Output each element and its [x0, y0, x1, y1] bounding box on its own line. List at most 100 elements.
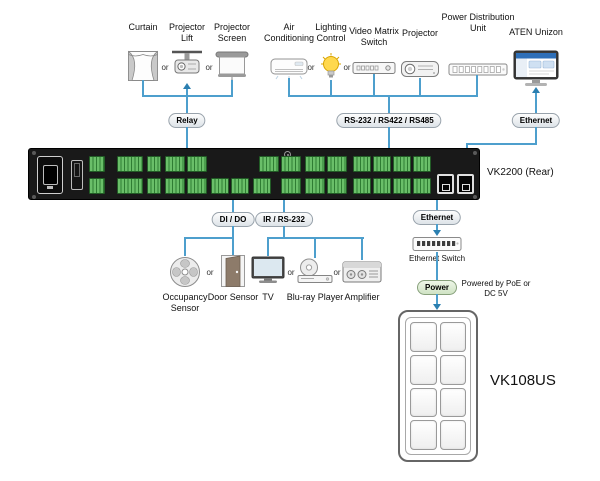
connection-line [184, 237, 234, 239]
screw-icon [32, 195, 36, 199]
connection-line [388, 95, 390, 113]
door-sensor-icon [220, 254, 246, 288]
projector-lift-icon [171, 50, 203, 82]
connection-line [186, 89, 188, 97]
connection-line [184, 237, 186, 256]
projector-lift-label: Projector Lift [168, 22, 205, 43]
or-label: or [333, 268, 341, 277]
terminal-block-icon [327, 178, 347, 194]
terminal-block-icon [187, 156, 207, 172]
terminal-block-icon [281, 178, 301, 194]
screw-icon [32, 151, 36, 155]
connection-line [330, 80, 332, 97]
connection-line [288, 95, 478, 97]
amplifier-label: Amplifier [344, 292, 380, 302]
terminal-block-icon [187, 178, 207, 194]
terminal-block-icon [211, 178, 229, 194]
connection-line [373, 74, 375, 97]
power-connection-pill: Power [416, 280, 458, 295]
power-inlet-icon [37, 156, 63, 194]
power-note: Powered by PoE or DC 5V [461, 279, 531, 298]
ethernet-bottom-connection-pill: Ethernet [412, 210, 462, 225]
connection-line [283, 226, 285, 239]
or-label: or [205, 63, 213, 72]
curtain-icon [127, 50, 159, 82]
ethernet-switch-icon [412, 236, 462, 252]
lightbulb-icon [320, 52, 342, 82]
terminal-block-icon [259, 156, 279, 172]
arrow-down-icon [433, 230, 441, 236]
door-sensor-label: Door Sensor [207, 292, 259, 302]
connection-line [436, 252, 438, 280]
screw-icon [473, 151, 477, 155]
connection-line [419, 78, 421, 97]
connection-line [142, 80, 144, 97]
connection-line [232, 226, 234, 239]
video-matrix-switch-icon [352, 60, 396, 76]
keypad-button [439, 387, 466, 418]
connection-line [476, 75, 478, 97]
connection-line [186, 95, 188, 113]
keypad-button-panel [405, 317, 471, 455]
video-matrix-switch-label: Video Matrix Switch [349, 26, 399, 47]
or-label: or [161, 63, 169, 72]
keypad-model-label: VK108US [490, 372, 556, 389]
or-label: or [287, 268, 295, 277]
projector-label: Projector [401, 28, 438, 38]
terminal-block-icon [281, 156, 301, 172]
screw-icon [473, 195, 477, 199]
power-switch-icon [71, 160, 83, 190]
terminal-block-icon [413, 156, 431, 172]
terminal-block-icon [117, 156, 143, 172]
connection-line [466, 143, 468, 150]
connection-line [466, 143, 537, 145]
ir-rs232-connection-pill: IR / RS-232 [255, 212, 313, 227]
keypad-button [410, 322, 437, 352]
or-label: or [343, 63, 351, 72]
lighting-control-label: Lighting Control [315, 22, 347, 43]
terminal-block-icon [165, 156, 185, 172]
terminal-block-icon [393, 156, 411, 172]
power-distribution-unit-label: Power Distribution Unit [441, 12, 515, 33]
terminal-block-icon [147, 178, 161, 194]
connection-line [436, 200, 438, 210]
connection-line [314, 237, 316, 258]
or-label: or [206, 268, 214, 277]
terminal-block-icon [89, 156, 105, 172]
connection-line [231, 80, 233, 97]
air-conditioner-icon [270, 56, 308, 80]
terminal-block-icon [413, 178, 431, 194]
occupancy-sensor-icon [169, 256, 201, 288]
keypad-button [439, 354, 466, 385]
curtain-label: Curtain [128, 22, 158, 32]
keypad-button [439, 322, 466, 352]
keypad-button [410, 354, 437, 385]
relay-connection-pill: Relay [168, 113, 206, 128]
rj45-port-icon [437, 174, 454, 194]
keypad-button [410, 387, 437, 418]
terminal-block-icon [353, 156, 371, 172]
terminal-block-icon [231, 178, 249, 194]
amplifier-icon [342, 260, 382, 284]
connection-line [535, 93, 537, 113]
connection-line [436, 294, 438, 304]
terminal-block-icon [89, 178, 105, 194]
connection-line [388, 127, 390, 148]
projector-screen-icon [215, 50, 249, 82]
arrow-up-icon [183, 83, 191, 89]
aten-unizon-monitor-icon [513, 50, 559, 88]
bluray-player-icon [297, 258, 333, 284]
connection-line [267, 237, 269, 256]
connection-line [436, 224, 438, 232]
vk108us-keypad [398, 310, 478, 462]
connection-line [283, 200, 285, 212]
rj45-port-icon [457, 174, 474, 194]
tv-icon [251, 256, 285, 284]
occupancy-sensor-label: Occupancy Sensor [162, 292, 208, 313]
bluray-player-label: Blu-ray Player [286, 292, 344, 302]
terminal-block-icon [373, 178, 391, 194]
terminal-block-icon [305, 156, 325, 172]
projector-icon [400, 58, 440, 80]
arrow-down-icon [433, 304, 441, 310]
serial-connection-pill: RS-232 / RS422 / RS485 [336, 113, 442, 128]
